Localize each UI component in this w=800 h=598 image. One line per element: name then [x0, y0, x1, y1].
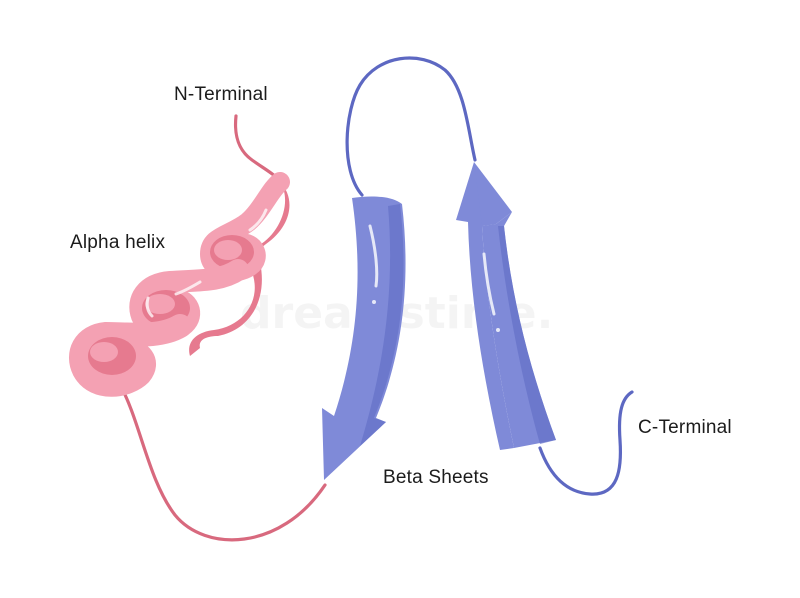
beta-sheets-label: Beta Sheets [383, 467, 489, 488]
alpha-helix [69, 172, 290, 397]
alpha-helix-label: Alpha helix [70, 232, 166, 253]
helix-to-sheet-tail [118, 383, 327, 542]
beta-strand-right [456, 162, 556, 450]
n-terminal-label: N-Terminal [174, 84, 268, 105]
c-terminal-tail [538, 390, 634, 496]
beta-strand-left [322, 196, 406, 480]
n-terminal-tail [233, 114, 282, 184]
c-terminal-label: C-Terminal [638, 417, 732, 438]
beta-hairpin-loop [345, 56, 477, 197]
